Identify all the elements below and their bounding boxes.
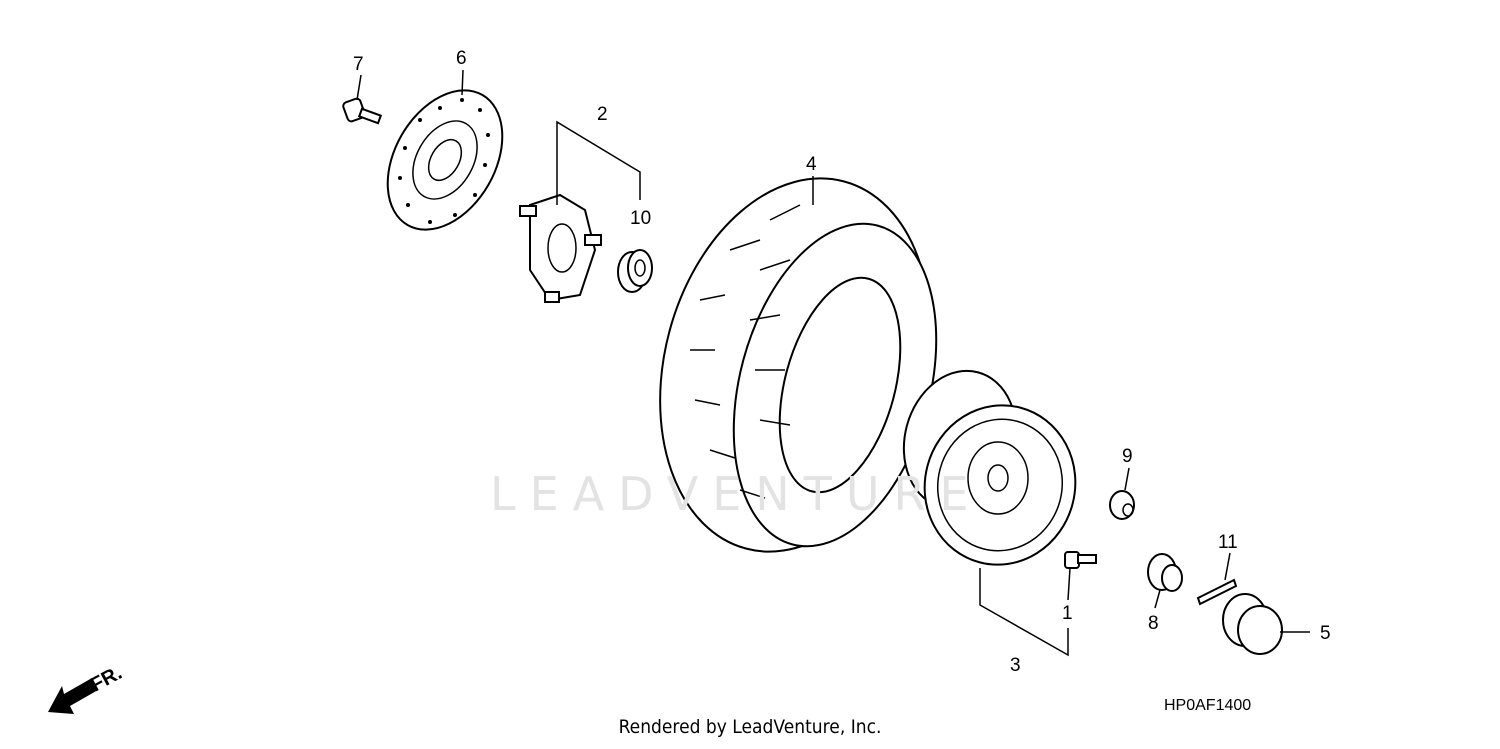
callout-6: 6 (456, 48, 467, 69)
callout-7: 7 (353, 54, 364, 75)
part-3-wheel[interactable] (889, 358, 1093, 582)
part-7-bolt[interactable] (342, 97, 383, 125)
callout-11: 11 (1218, 532, 1238, 553)
callout-5: 5 (1320, 623, 1331, 644)
part-9-nut[interactable] (1109, 490, 1135, 520)
part-4-tire[interactable] (620, 148, 969, 582)
diagram-code: HP0AF1400 (1164, 697, 1252, 714)
callout-3: 3 (1010, 655, 1021, 676)
part-10-bearing[interactable] (617, 249, 653, 293)
footer-credit: Rendered by LeadVenture, Inc. (618, 716, 882, 738)
callout-4: 4 (806, 154, 817, 175)
part-6-brake-disc[interactable] (364, 70, 526, 250)
part-8-castle-nut[interactable] (1147, 553, 1183, 592)
callout-2: 2 (597, 104, 608, 125)
part-2-hub[interactable] (519, 193, 602, 303)
front-direction-arrow-icon: FR. (48, 662, 126, 714)
callout-1: 1 (1062, 603, 1073, 624)
callout-9: 9 (1122, 446, 1133, 467)
callout-8: 8 (1148, 613, 1159, 634)
part-5-cap[interactable] (1222, 593, 1283, 655)
part-11-cotter-pin[interactable] (1196, 578, 1238, 606)
leader-lines (356, 69, 1310, 657)
callout-10: 10 (630, 208, 651, 229)
part-1-valve[interactable] (1064, 551, 1097, 569)
watermark: LEADVENTURE (490, 467, 983, 521)
